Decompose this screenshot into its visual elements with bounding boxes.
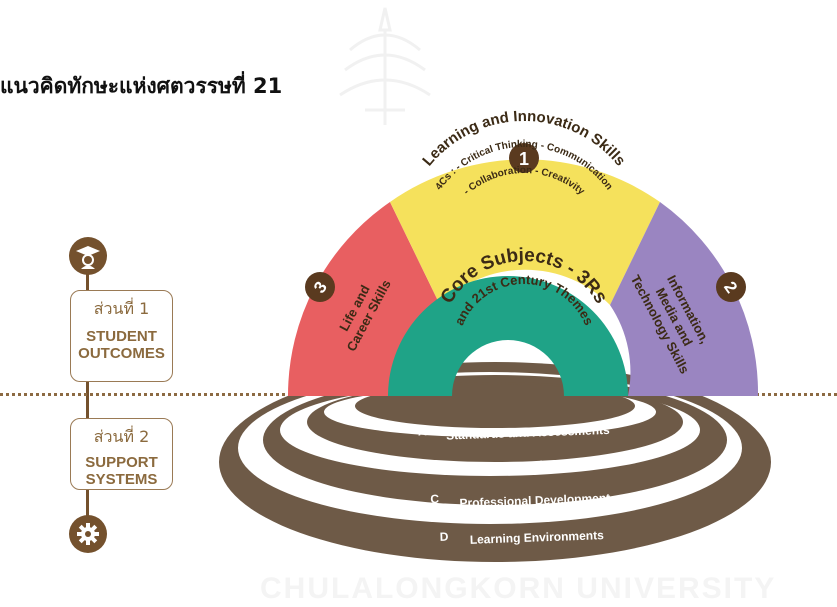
- student-graduate-icon: [69, 237, 107, 275]
- support-b-label: Curriculum and Instruction: [454, 456, 608, 475]
- part2-label: ส่วนที่ 2: [93, 427, 150, 446]
- connector-line-middle: [86, 380, 89, 420]
- part2-line1: SUPPORT: [85, 454, 158, 471]
- core-subjects-sector: [388, 276, 628, 396]
- number-1: 1: [519, 149, 529, 169]
- support-c-letter: C: [430, 492, 439, 506]
- part1-label: ส่วนที่ 1: [93, 299, 150, 318]
- page-title: แนวคิดทักษะแห่งศตวรรษที่ 21: [0, 74, 283, 98]
- support-c-label: Professional Development: [459, 491, 610, 510]
- support-d-label: Learning Environments: [470, 528, 605, 547]
- learning-innovation-sector: [390, 159, 660, 305]
- support-a-label: Standards and Assessments: [446, 423, 610, 443]
- connector-line-top: [86, 270, 89, 290]
- number-badge-1: [509, 143, 539, 173]
- connector-line-bottom: [86, 488, 89, 516]
- part1-box: ส่วนที่ 1 STUDENT OUTCOMES: [70, 290, 173, 382]
- number-badge-3: [305, 272, 335, 302]
- number-badge-2: [716, 272, 746, 302]
- part1-line1: STUDENT: [86, 328, 157, 345]
- life-career-sector: [287, 202, 440, 396]
- support-b-letter: B: [425, 458, 434, 472]
- university-crest-watermark: [339, 7, 431, 125]
- gear-icon: [69, 515, 107, 553]
- watermark-text: CHULALONGKORN UNIVERSITY: [260, 572, 777, 605]
- part2-line2: SYSTEMS: [85, 471, 158, 488]
- support-d-letter: D: [439, 530, 448, 544]
- part2-box: ส่วนที่ 2 SUPPORT SYSTEMS: [70, 418, 173, 490]
- support-a-letter: A: [418, 424, 427, 438]
- part1-line2: OUTCOMES: [78, 345, 165, 362]
- information-media-sector: [610, 202, 759, 396]
